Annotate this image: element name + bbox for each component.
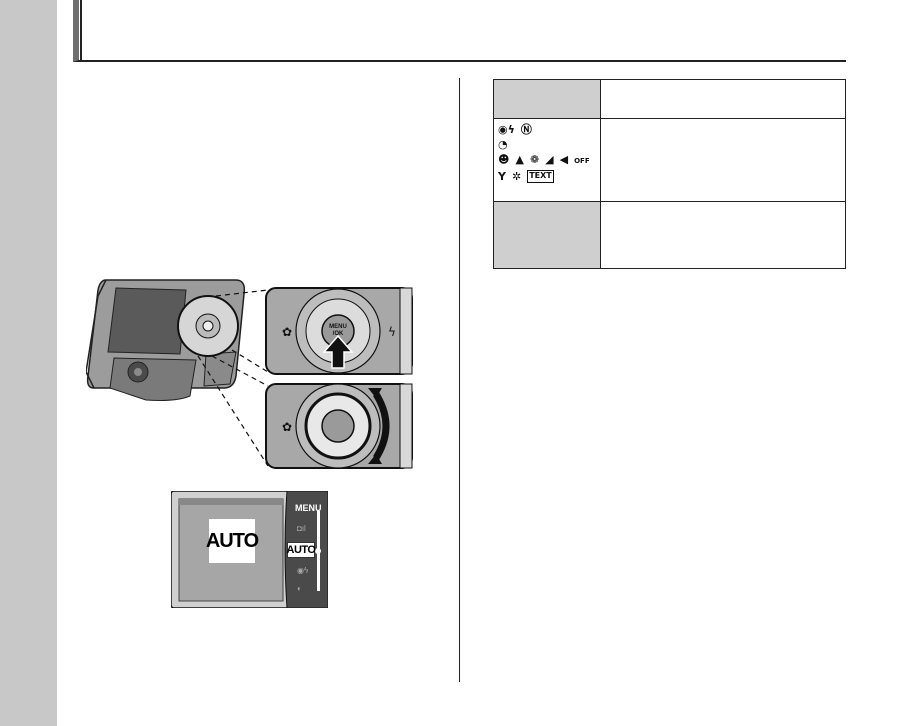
macro-icon: ✿ bbox=[282, 420, 292, 434]
header-rule bbox=[80, 0, 82, 62]
fireworks-icon: ◀ bbox=[559, 153, 569, 166]
page-side-band bbox=[0, 0, 57, 726]
column-divider bbox=[459, 78, 460, 682]
table-row bbox=[493, 201, 846, 269]
mode-label-cell bbox=[493, 79, 601, 119]
macro-icon: ✿ bbox=[282, 325, 292, 339]
mode-description-cell bbox=[600, 201, 846, 269]
mode-label-cell bbox=[493, 201, 601, 269]
text-icon: TEXT bbox=[527, 170, 554, 183]
mode-description-cell bbox=[600, 79, 846, 119]
portrait-icon: ☻ bbox=[498, 153, 510, 166]
red-eye-flash-icon: ◉ϟ bbox=[498, 123, 515, 136]
menu-ok-label-1: MENU bbox=[329, 324, 347, 330]
page-header bbox=[73, 0, 846, 62]
rotate-arrow-icon bbox=[372, 392, 390, 460]
lcd-selected-mode: AUTO bbox=[286, 542, 316, 558]
natural-light-icon: Ⓝ bbox=[520, 123, 532, 136]
sport-icon: ❁ bbox=[529, 153, 540, 166]
menu-ok-label-2: /OK bbox=[333, 331, 344, 337]
camera-illustration: MENU /OK ✿ ϟ ✿ bbox=[86, 279, 413, 469]
camera-mode-icon: ◘ıl bbox=[297, 524, 306, 533]
mode-icons-cell: ◉ϟ Ⓝ ◔ ☻ ▲ ❁ ◢ ◀ OFF Y ✲ TEXT bbox=[493, 118, 601, 202]
table-row bbox=[493, 79, 846, 119]
rotate-dial-panel: ✿ bbox=[265, 383, 413, 469]
anti-blur-icon: ◔ bbox=[498, 138, 508, 151]
lcd-menu-label: MENU bbox=[295, 503, 322, 513]
party-icon: Y bbox=[498, 170, 506, 183]
mode-table: ◉ϟ Ⓝ ◔ ☻ ▲ ❁ ◢ ◀ OFF Y ✲ TEXT bbox=[493, 79, 846, 269]
mode-description-cell bbox=[600, 118, 846, 202]
flash-off-icon: OFF bbox=[574, 157, 590, 165]
landscape-icon: ▲ bbox=[515, 153, 524, 166]
night-icon: ◢ bbox=[545, 153, 554, 166]
natural-icon: ◐ bbox=[297, 584, 302, 593]
press-arrow-icon bbox=[322, 334, 354, 369]
lcd-mode-display: AUTO bbox=[206, 519, 259, 563]
press-button-panel: MENU /OK ✿ ϟ bbox=[265, 287, 413, 375]
flash-icon: ϟ bbox=[388, 325, 396, 339]
table-row: ◉ϟ Ⓝ ◔ ☻ ▲ ❁ ◢ ◀ OFF Y ✲ TEXT bbox=[493, 118, 846, 202]
connector-lines bbox=[197, 289, 269, 467]
flower-icon: ✲ bbox=[511, 170, 522, 183]
red-eye-icon: ◉ϟ bbox=[297, 566, 309, 575]
